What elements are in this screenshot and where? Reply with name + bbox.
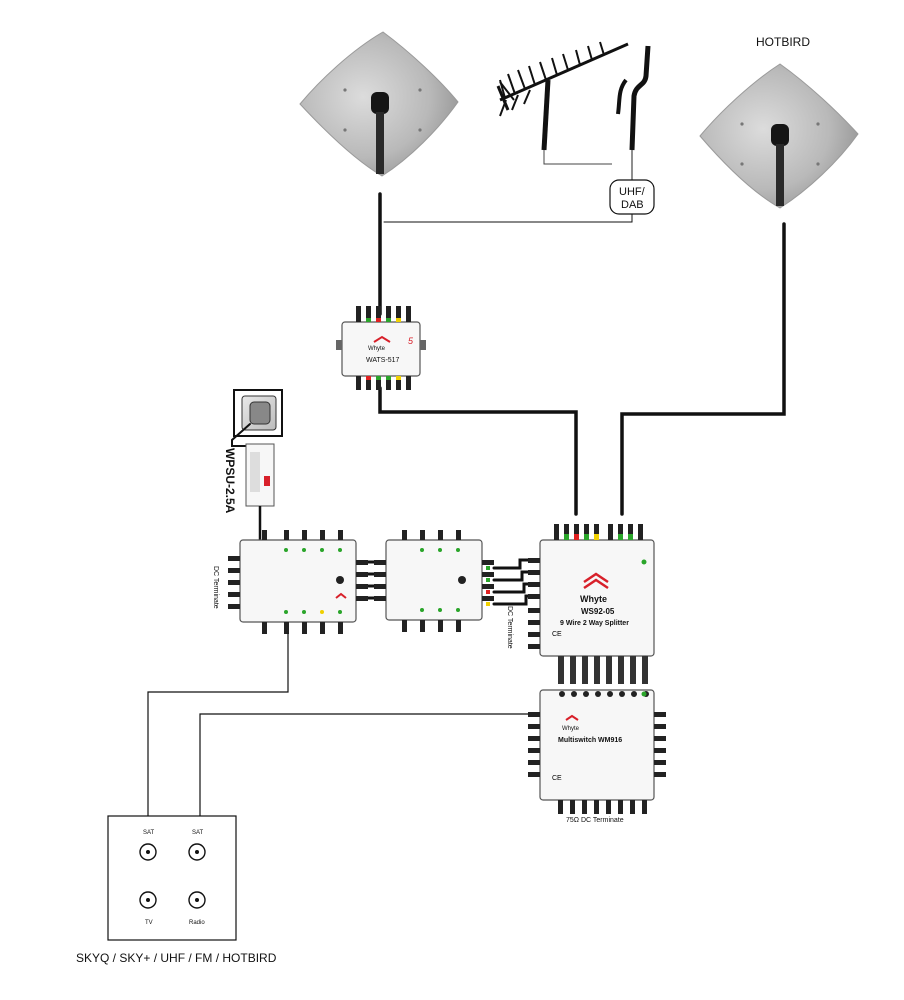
wall-radio-label: Radio (189, 920, 205, 926)
wall-plate-icon (107, 815, 237, 941)
ws92-05-splitter: Whyte WS92-05 9 Wire 2 Way Splitter CE (528, 524, 655, 657)
wats-brand-label: Whyte (368, 346, 386, 352)
splitter-to-multiswitch-jumpers (558, 656, 648, 684)
multiswitch-cascade-1 (228, 530, 368, 634)
wm916-brand-label: Whyte (562, 726, 580, 732)
ws92-desc-label: 9 Wire 2 Way Splitter (560, 620, 629, 627)
antenna-icon (496, 41, 651, 180)
svg-text:5: 5 (408, 336, 414, 346)
bottom-caption: SKYQ / SKY+ / UHF / FM / HOTBIRD (76, 951, 277, 965)
satellite-dish-right-icon (699, 63, 859, 209)
hotbird-label: HOTBIRD (756, 35, 810, 49)
satellite-dish-left-icon (299, 31, 459, 177)
dc-terminate-mid-label: DC Terminate (506, 606, 513, 649)
dab-label: DAB (621, 199, 644, 211)
dc-terminate-left-label: DC Terminate (212, 566, 219, 609)
wall-sat1-label: SAT (143, 830, 155, 836)
power-supply-icon (231, 389, 283, 540)
wall-tv-label: TV (145, 920, 153, 926)
ws92-brand-label: Whyte (580, 594, 607, 604)
multiswitch-wm916: Whyte Multiswitch WM916 CE (528, 689, 666, 814)
ws92-model-label: WS92-05 (581, 607, 615, 616)
uhf-label: UHF/ (619, 186, 646, 198)
uhf-dab-diplexer: UHF/ DAB (609, 179, 655, 215)
wall-sat2-label: SAT (192, 830, 204, 836)
wm916-model-label: Multiswitch WM916 (558, 737, 622, 744)
terminate-75-label: 75Ω DC Terminate (566, 817, 624, 824)
multiswitch-cascade-2 (374, 530, 494, 632)
wats-517-unit: Whyte WATS-517 5 (336, 306, 426, 390)
wpsu-label: WPSU-2.5A (223, 448, 237, 514)
svg-text:CE: CE (552, 631, 562, 638)
wats-model-label: WATS-517 (366, 357, 400, 364)
svg-text:CE: CE (552, 775, 562, 782)
